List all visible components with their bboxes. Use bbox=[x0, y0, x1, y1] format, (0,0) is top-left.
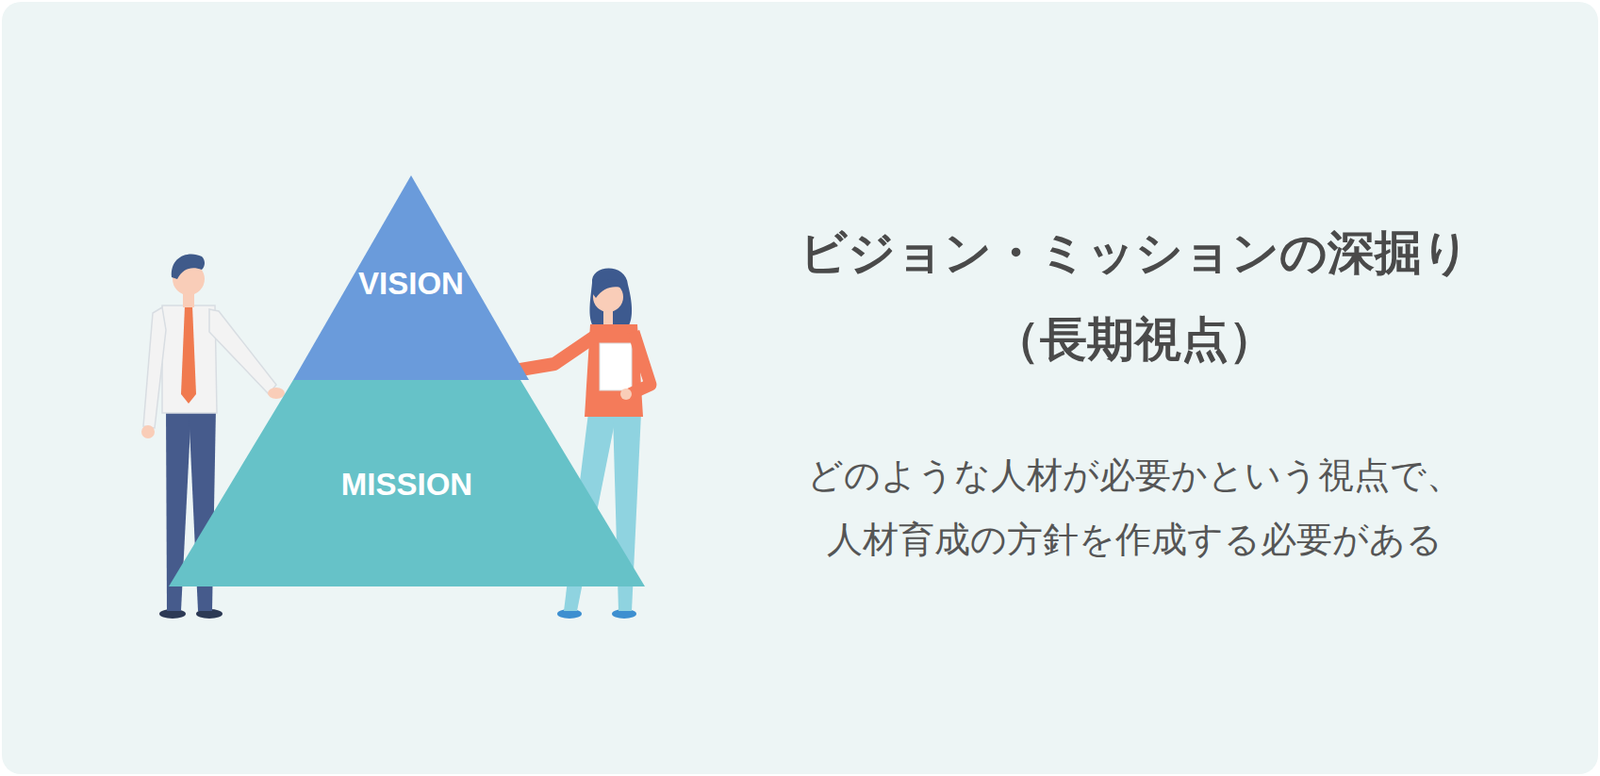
pyramid-label: VISION bbox=[293, 266, 529, 301]
pyramid-fill bbox=[168, 379, 645, 587]
pyramid-label: MISSION bbox=[168, 467, 645, 502]
description-note: どのような人材が必要かという視点で、 人材育成の方針を作成する必要がある bbox=[766, 443, 1502, 573]
pyramid-fill bbox=[293, 175, 529, 380]
heading: ビジョン・ミッションの深掘り （長期視点） bbox=[766, 209, 1502, 383]
pyramid-top: VISION bbox=[293, 175, 529, 380]
pyramid-base: MISSION bbox=[168, 379, 645, 587]
